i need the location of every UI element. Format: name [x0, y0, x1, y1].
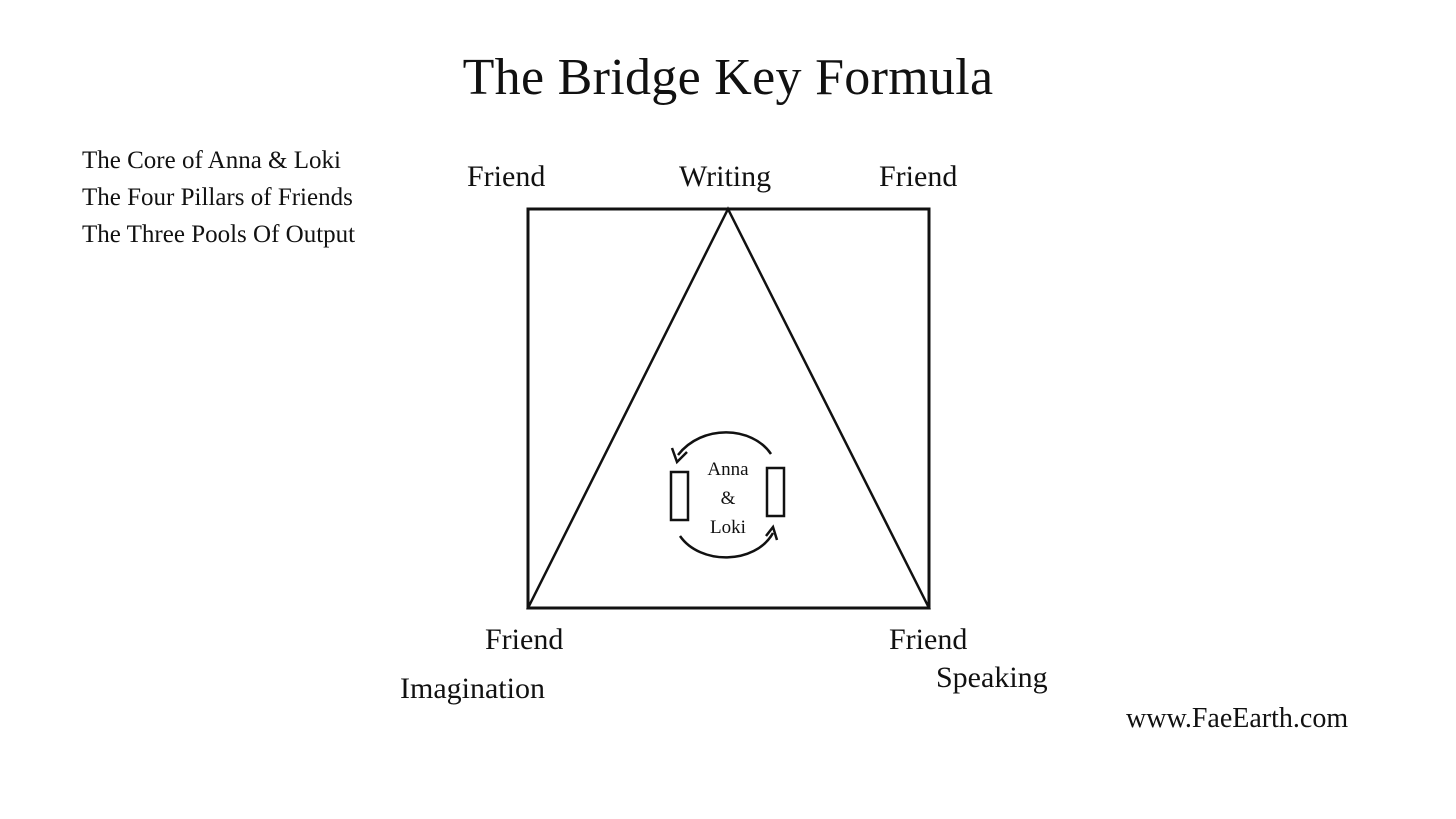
core-ampersand: & [720, 488, 736, 509]
pillars-square [526, 207, 931, 610]
friend-top-left-label: Friend [467, 160, 546, 193]
friend-bottom-right-label: Friend [889, 623, 968, 656]
writing-label: Writing [679, 160, 772, 193]
core-label: Anna & Loki [698, 455, 758, 542]
friend-bottom-left-label: Friend [485, 623, 564, 656]
core-name-anna: Anna [707, 459, 749, 480]
cycle-arrow-bottom [678, 524, 779, 559]
core-pillar-right [765, 466, 786, 518]
pools-triangle [525, 206, 932, 610]
legend-pillars: The Four Pillars of Friends [82, 184, 353, 211]
legend-pools: The Three Pools Of Output [82, 221, 356, 248]
page-title: The Bridge Key Formula [462, 49, 994, 106]
legend-core: The Core of Anna & Loki [82, 147, 341, 174]
website-url: www.FaeEarth.com [1126, 703, 1349, 734]
imagination-label: Imagination [400, 672, 545, 705]
speaking-label: Speaking [936, 661, 1048, 694]
core-pillar-left [669, 470, 690, 522]
core-name-loki: Loki [710, 517, 746, 538]
friend-top-right-label: Friend [879, 160, 958, 193]
legend: The Core of Anna & Loki The Four Pillars… [82, 142, 355, 253]
cycle-arrow-top [670, 431, 773, 465]
